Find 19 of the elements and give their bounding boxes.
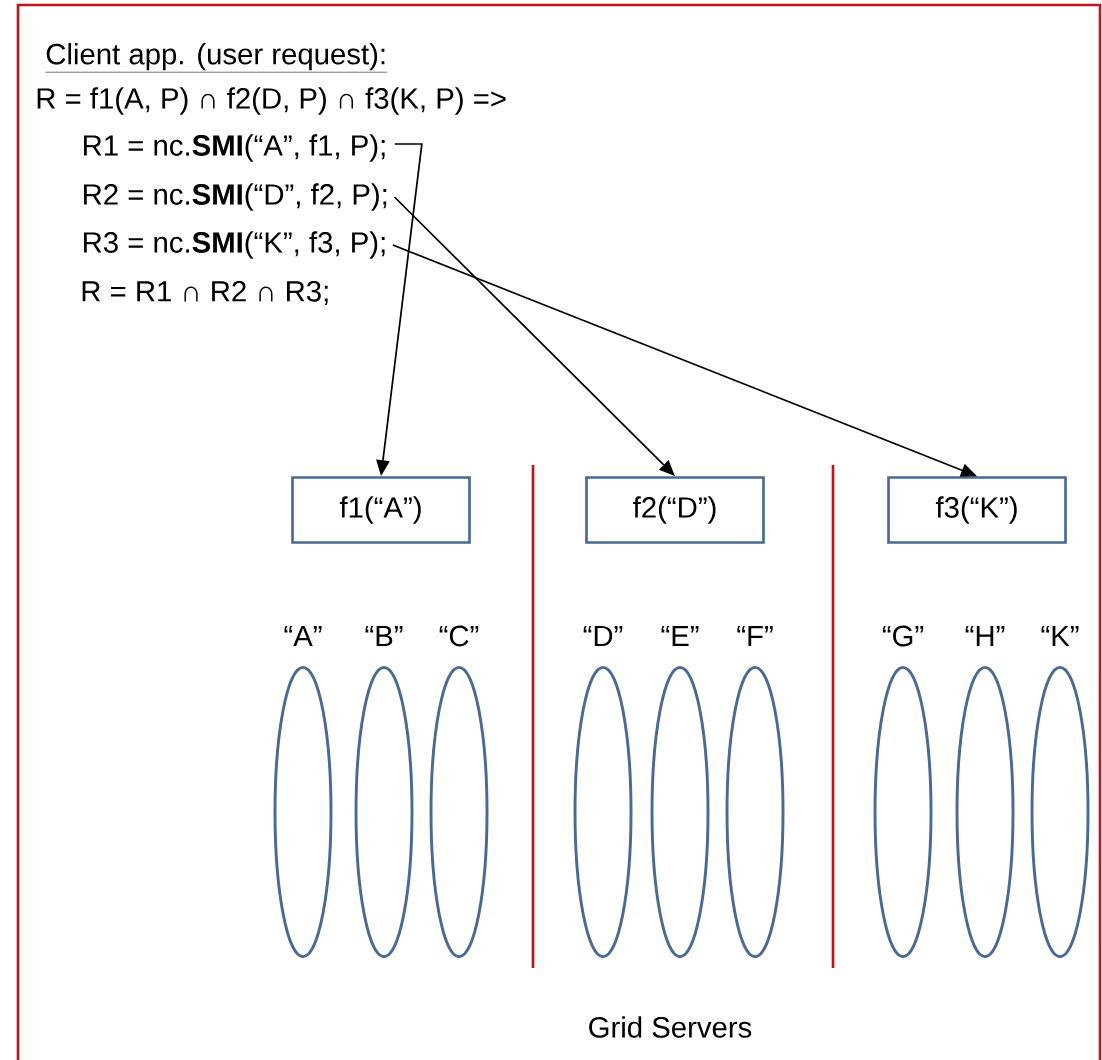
node-label: “D” — [583, 625, 623, 647]
node-label: “G” — [882, 625, 924, 647]
code-line: R2 = nc.SMI(“D”, f2, P); — [84, 183, 387, 211]
code-line: R1 = nc.SMI(“A”, f1, P); — [84, 134, 385, 162]
function-box: f2(“D”) — [585, 476, 765, 544]
node-label: “A” — [284, 625, 322, 647]
function-box: f1(“A”) — [291, 476, 471, 544]
node-label: “K” — [1041, 625, 1079, 647]
title: Client app. (user request): — [45, 43, 388, 73]
caption: Grid Servers — [589, 1016, 752, 1038]
node-label: “B” — [365, 625, 403, 647]
code-line: R3 = nc.SMI(“K”, f3, P); — [84, 231, 385, 259]
node-label: “E” — [661, 625, 699, 647]
node-label: “C” — [439, 625, 479, 647]
node-label: “F” — [737, 625, 773, 647]
function-box: f3(“K”) — [887, 476, 1067, 544]
formula-text: R = R1 ∩ R2 ∩ R3; — [82, 280, 328, 306]
node-label: “H” — [965, 625, 1005, 647]
formula-text: R = f1(A, P) ∩ f2(D, P) ∩ f3(K, P) => — [37, 87, 506, 115]
